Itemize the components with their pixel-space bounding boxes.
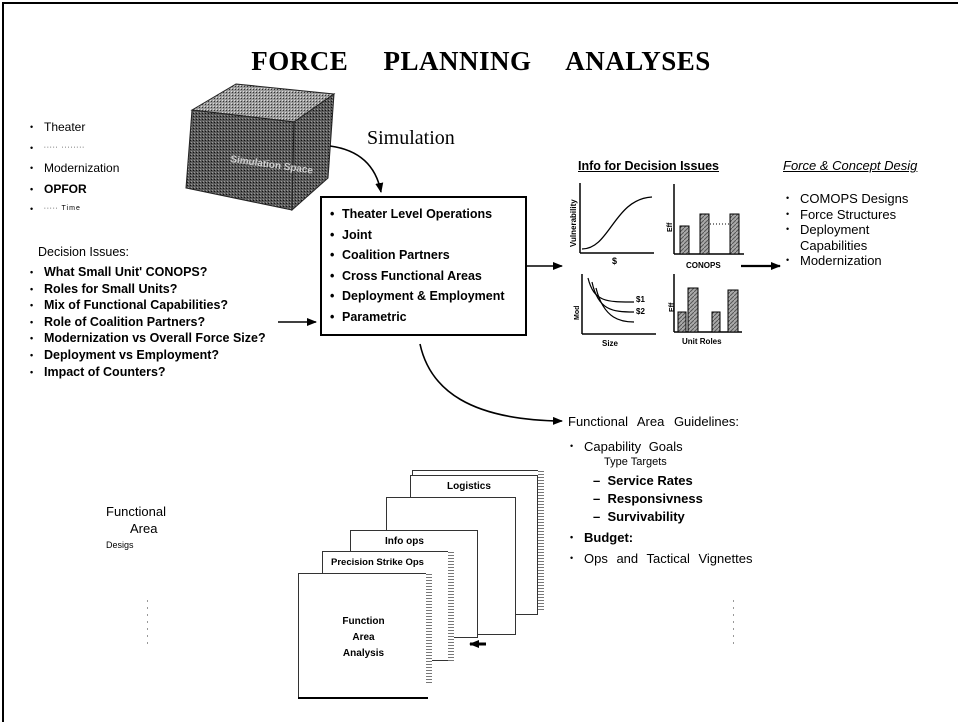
chart-xlabel: $ [612,256,617,266]
card-label: Logistics [447,481,491,492]
chart-mod-size: $1 $2 Mod Size [574,274,656,348]
cube-to-sim-arrow [329,145,384,193]
info-heading: Info for Decision Issues [578,159,720,173]
list-item: Parametric [330,307,525,328]
chart-xlabel: CONOPS [686,261,721,270]
sim-to-guidelines-arrow [419,343,563,425]
curve-label: $2 [636,307,645,316]
list-item: ∙∙∙∙∙ ∙∙∙∙∙∙∙∙ [30,138,119,159]
card-shadow [426,573,432,683]
force-concept-list: COMOPS Designs Force Structures Deployme… [786,191,910,269]
chart-xlabel: Unit Roles [682,337,722,346]
simulation-box: Theater Level Operations Joint Coalition… [320,196,527,336]
list-item: What Small Unit' CONOPS? [30,264,266,281]
bar [711,311,721,333]
designs-line: Area [130,521,158,536]
list-item: Impact of Counters? [30,364,266,381]
left-top-list: Theater ∙∙∙∙∙ ∙∙∙∙∙∙∙∙ Modernization OPF… [30,117,119,220]
chart-ylabel: Eff [669,302,676,312]
list-item: Coalition Partners [330,245,525,266]
guidelines-list: Capability Goals [570,436,683,457]
chart-ylabel: Mod [574,306,581,320]
vulnerability-curve [581,196,653,250]
card-shadow [448,551,454,661]
force-concept-heading: Force & Concept Desig [783,158,918,173]
card-front-text: Function Area Analysis [342,616,385,659]
chart-ylabel: Vulnerability [570,199,578,247]
guidelines-list-2: Budget: Ops and Tactical Vignettes [570,527,752,569]
chart-unit-roles: Eff Unit Roles [669,274,742,346]
dotted-mark [147,596,148,644]
list-item: Modernization vs Overall Force Size? [30,330,266,347]
chart-xlabel: Size [602,339,619,348]
bar [729,213,740,255]
dotted-mark [733,596,734,644]
list-item: Mix of Functional Capabilities? [30,297,266,314]
list-item: Budget: [570,527,752,548]
bar [687,287,699,333]
sub-item: – Survivability [593,509,685,524]
list-item: OPFOR [30,179,119,200]
simulation-space-cube: Simulation Space [185,83,336,212]
bar [677,311,687,333]
chart-vulnerability: Vulnerability $ [570,183,654,266]
chart-conops: Eff CONOPS [667,184,744,270]
sub-item: – Responsivness [593,491,703,506]
list-item: Joint [330,225,525,246]
guideline-subitems: – Service Rates – Responsivness – Surviv… [593,472,703,526]
simulation-list: Theater Level Operations Joint Coalition… [330,204,525,327]
list-item: Role of Coalition Partners? [30,314,266,331]
bar [727,289,739,333]
chart-ylabel: Eff [667,222,674,232]
simulation-label: Simulation [367,127,455,149]
bar [699,213,710,255]
sub-item: – Service Rates [593,473,693,488]
list-item: Force Structures [786,207,910,223]
card-front: Function Area Analysis [298,573,428,699]
page-title: FORCE PLANNING ANALYSES [251,46,711,76]
list-item: Modernization [30,158,119,179]
decision-issues-list: What Small Unit' CONOPS? Roles for Small… [30,264,266,380]
guidelines-heading: Functional Area Guidelines: [568,414,739,429]
card-label: Precision Strike Ops [331,557,424,568]
list-item: Deployment vs Employment? [30,347,266,364]
curve-label: $1 [636,295,645,304]
list-item: Roles for Small Units? [30,281,266,298]
list-item: Theater Level Operations [330,204,525,225]
list-item: Deployment Capabilities [786,222,910,253]
list-item: Capability Goals [570,436,683,457]
designs-line: Desigs [106,540,134,550]
card-front-bottom [298,697,428,699]
list-item: COMOPS Designs [786,191,910,207]
list-item: Theater [30,117,119,138]
list-item: Modernization [786,253,910,269]
list-item: Ops and Tactical Vignettes [570,548,752,569]
bar [679,225,690,255]
card-label: Info ops [385,536,424,547]
list-item: Cross Functional Areas [330,266,525,287]
list-item: Deployment & Employment [330,286,525,307]
type-targets: Type Targets [604,456,667,468]
designs-line: Functional [106,504,166,519]
decision-issues-heading: Decision Issues: [38,245,130,259]
card-shadow [538,470,544,610]
functional-area-designs: Functional Area Desigs [106,503,166,554]
list-item: ∙∙∙∙∙ Time [30,199,119,220]
